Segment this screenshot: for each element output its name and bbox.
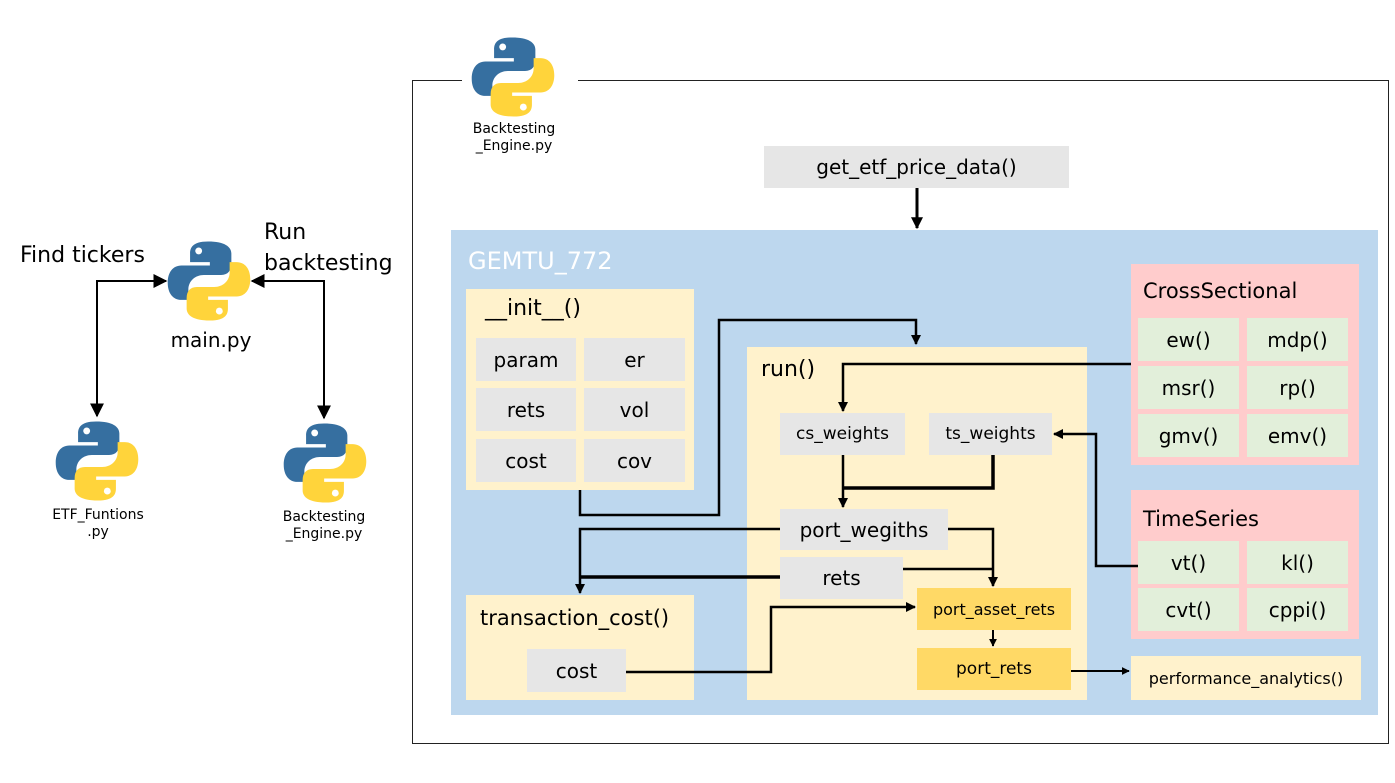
performance-analytics-box: performance_analytics() bbox=[1131, 656, 1361, 700]
etf-functions-label: ETF_Funtions .py bbox=[52, 507, 144, 540]
cs-gmv: gmv() bbox=[1138, 414, 1239, 457]
arrow-main-engine bbox=[250, 274, 331, 420]
init-param: param bbox=[476, 338, 576, 381]
init-cov: cov bbox=[584, 439, 685, 482]
get-etf-price-data-box: get_etf_price_data() bbox=[764, 146, 1069, 188]
run-method-title: run() bbox=[761, 357, 816, 382]
cs-weights-box: cs_weights bbox=[780, 413, 905, 455]
port-weights-box: port_wegiths bbox=[780, 509, 948, 550]
init-method-title: __init__() bbox=[485, 296, 581, 321]
main-py-label: main.py bbox=[170, 328, 252, 352]
transaction-cost-title: transaction_cost() bbox=[480, 606, 670, 630]
run-rets-box: rets bbox=[780, 557, 903, 599]
cross-sectional-title: CrossSectional bbox=[1143, 279, 1298, 303]
arrow-main-etf bbox=[90, 274, 168, 418]
cs-mdp: mdp() bbox=[1247, 318, 1348, 361]
class-name-label: GEMTU_772 bbox=[468, 247, 613, 275]
run-backtesting-label: Run backtesting bbox=[264, 220, 393, 276]
ts-vt: vt() bbox=[1138, 541, 1239, 584]
backtesting-engine-label: Backtesting _Engine.py bbox=[282, 509, 366, 542]
engine-file-label: Backtesting _Engine.py bbox=[472, 121, 556, 154]
etf-functions-python-icon bbox=[55, 421, 139, 501]
frame-gap bbox=[462, 76, 578, 86]
init-cost: cost bbox=[476, 439, 576, 482]
ts-kl: kl() bbox=[1247, 541, 1348, 584]
engine-python-icon bbox=[471, 37, 555, 117]
port-asset-rets-box: port_asset_rets bbox=[917, 588, 1071, 630]
ts-cppi: cppi() bbox=[1247, 588, 1348, 631]
init-er: er bbox=[584, 338, 685, 381]
ts-weights-box: ts_weights bbox=[929, 413, 1052, 455]
find-tickers-label: Find tickers bbox=[20, 243, 145, 268]
init-rets: rets bbox=[476, 388, 576, 431]
ts-cvt: cvt() bbox=[1138, 588, 1239, 631]
cs-msr: msr() bbox=[1138, 366, 1239, 409]
transaction-cost-cost: cost bbox=[527, 649, 626, 692]
backtesting-engine-python-icon bbox=[283, 423, 367, 503]
init-vol: vol bbox=[584, 388, 685, 431]
main-python-icon bbox=[167, 241, 251, 321]
time-series-title: TimeSeries bbox=[1143, 507, 1259, 531]
port-rets-box: port_rets bbox=[917, 648, 1071, 690]
cs-emv: emv() bbox=[1247, 414, 1348, 457]
cs-rp: rp() bbox=[1247, 366, 1348, 409]
cs-ew: ew() bbox=[1138, 318, 1239, 361]
